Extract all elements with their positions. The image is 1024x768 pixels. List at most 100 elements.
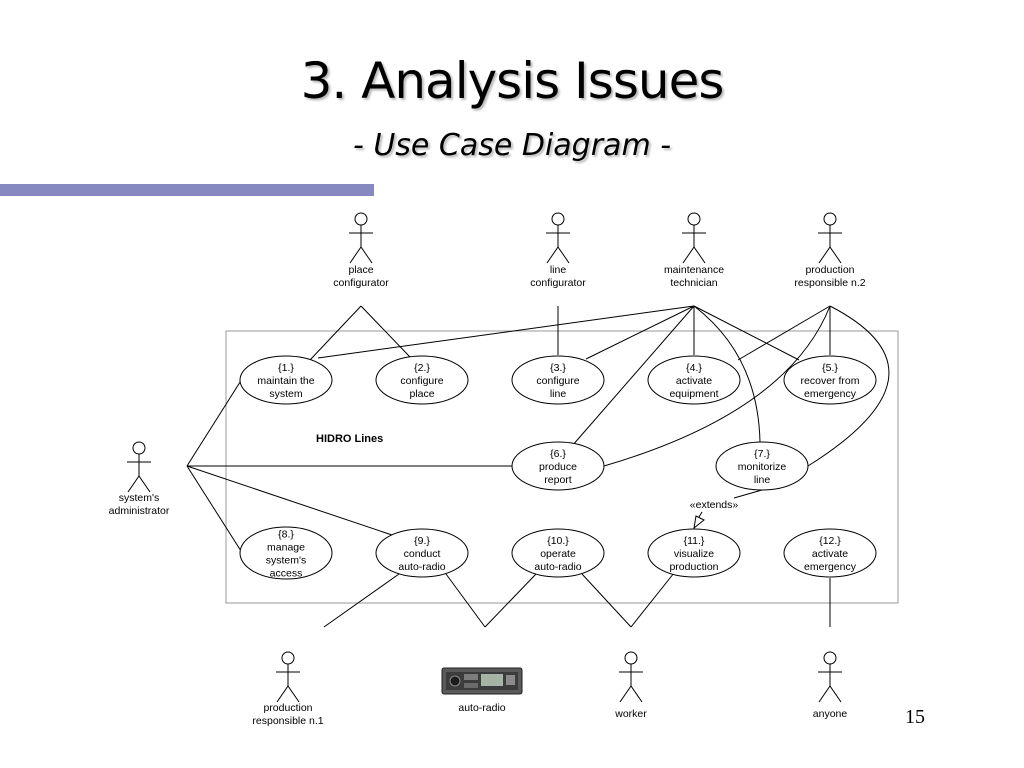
use-case-text: operate (540, 548, 576, 560)
use-case-ellipse (511, 441, 605, 491)
actor-label: responsible n.1 (252, 715, 323, 727)
use-case-ellipse (239, 526, 333, 580)
use-case-ellipse (783, 355, 877, 405)
use-case-text: maintain the (257, 375, 314, 387)
actor-stick-figure-icon (127, 441, 151, 493)
actor-label: responsible n.2 (794, 277, 865, 289)
actor-label: system's (119, 492, 160, 504)
use-case-text: {9.} (414, 535, 430, 547)
use-case-text: {6.} (550, 448, 566, 460)
use-case-text: {8.} (278, 529, 294, 541)
use-case-text: {2.} (414, 362, 430, 374)
use-case-text: emergency (804, 561, 857, 573)
use-case-ellipse (375, 528, 469, 578)
use-case-text: emergency (804, 388, 857, 400)
use-case-ellipse (375, 355, 469, 405)
use-case-text: configure (400, 375, 443, 387)
use-case-text: activate (676, 375, 712, 387)
use-case-text: access (270, 568, 303, 580)
use-case-text: {11.} (684, 535, 705, 547)
actor-stick-figure-icon (682, 212, 706, 264)
actor-stick-figure-icon (276, 651, 300, 703)
use-case-ellipse (239, 355, 333, 405)
use-case-text: line (550, 388, 567, 400)
use-case-text: auto-radio (534, 561, 581, 573)
actor-label: technician (670, 277, 717, 289)
use-case-text: equipment (669, 388, 718, 400)
page-number: 15 (905, 706, 925, 728)
system-boundary (225, 330, 899, 604)
use-case-text: {1.} (278, 362, 294, 374)
actor-label: maintenance (664, 264, 724, 276)
use-case-ellipse (647, 355, 741, 405)
use-case-text: conduct (404, 548, 441, 560)
use-case-text: auto-radio (398, 561, 445, 573)
actor-anyone: anyone (813, 651, 848, 720)
actor-stick-figure-icon (818, 212, 842, 264)
use-case-text: {3.} (550, 362, 566, 374)
use-case-text: activate (812, 548, 848, 560)
use-case-text: production (669, 561, 718, 573)
use-case-text: manage (267, 542, 305, 554)
use-case-text: place (409, 388, 434, 400)
use-case-text: recover from (801, 375, 860, 387)
actor-label: place (348, 264, 373, 276)
slide-subtitle: - Use Case Diagram - (352, 128, 672, 163)
use-case-text: {7.} (754, 448, 770, 460)
use-case-text: report (544, 474, 572, 486)
actor-label: configurator (333, 277, 389, 289)
use-case-ellipse (715, 441, 809, 491)
actor-label: configurator (530, 277, 586, 289)
actor-label: production (263, 702, 312, 714)
actor-label: worker (614, 708, 647, 720)
system-boundary-label: HIDRO Lines (316, 433, 383, 445)
use-case-text: configure (536, 375, 579, 387)
use-case-text: produce (539, 461, 577, 473)
use-case-ellipse (511, 355, 605, 405)
use-case-ellipse (647, 528, 741, 578)
accent-bar (0, 184, 374, 196)
use-case-text: line (754, 474, 771, 486)
extends-arrowhead (693, 515, 705, 530)
actor-worker: worker (614, 651, 647, 720)
actor-label: administrator (109, 505, 170, 517)
extends-label: «extends» (690, 499, 739, 511)
associations (186, 305, 890, 628)
use-case-text: system (269, 388, 303, 400)
use-case-text: system's (266, 555, 307, 567)
auto-radio-label: auto-radio (458, 702, 505, 714)
actor-stick-figure-icon (546, 212, 570, 264)
actor-stick-figure-icon (818, 651, 842, 703)
slide-title: 3. Analysis Issues (300, 52, 725, 110)
use-case-text: {5.} (822, 362, 838, 374)
use-case-text: monitorize (738, 461, 787, 473)
use-case-text: {10.} (547, 535, 569, 547)
auto-radio-device-icon (441, 667, 523, 695)
use-case-ellipse (783, 528, 877, 578)
actor-stick-figure-icon (349, 212, 373, 264)
actor-label: anyone (813, 708, 848, 720)
use-case-text: visualize (674, 548, 714, 560)
use-case-text: {4.} (686, 362, 702, 374)
use-case-ellipse (511, 528, 605, 578)
